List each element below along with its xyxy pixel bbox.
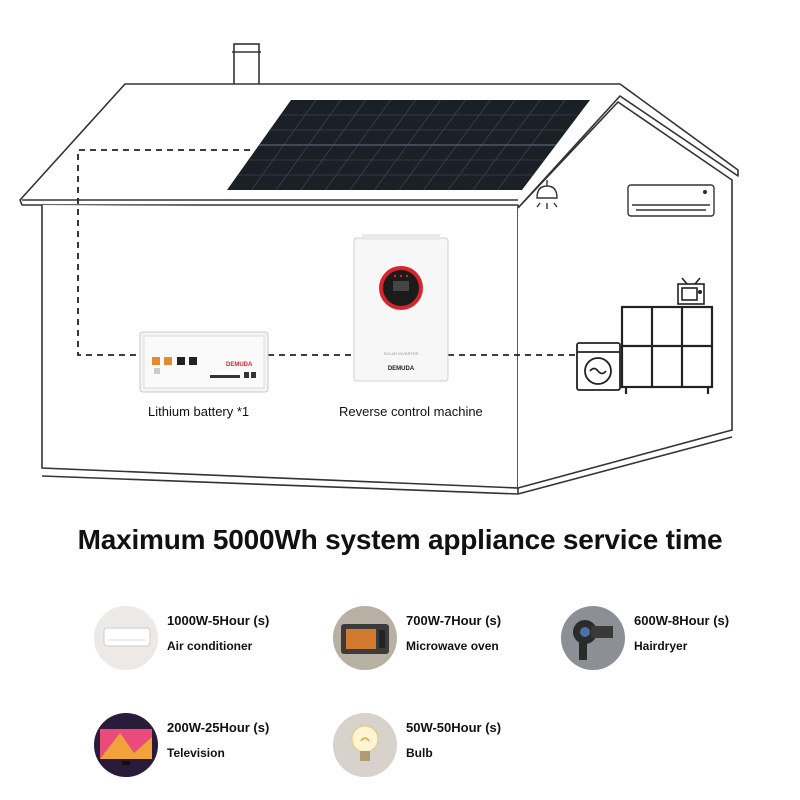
svg-text:SOLAR INVERTER: SOLAR INVERTER bbox=[384, 351, 419, 356]
appliance-item-air-conditioner: 1000W-5Hour (s) Air conditioner bbox=[94, 606, 334, 676]
bulb-icon bbox=[333, 713, 397, 777]
appliance-power-time: 700W-7Hour (s) bbox=[406, 613, 502, 628]
wiring bbox=[77, 149, 578, 356]
battery-label: Lithium battery *1 bbox=[148, 404, 250, 419]
appliance-item-hairdryer: 600W-8Hour (s) Hairdryer bbox=[561, 606, 800, 676]
svg-text:DEMUDA: DEMUDA bbox=[226, 362, 253, 368]
svg-text:DEMUDA: DEMUDA bbox=[388, 366, 415, 372]
television-icon bbox=[677, 277, 705, 305]
appliance-name: Television bbox=[167, 746, 225, 760]
appliance-name: Air conditioner bbox=[167, 639, 253, 653]
appliance-item-microwave: 700W-7Hour (s) Microwave oven bbox=[333, 606, 573, 676]
cabinet-icon bbox=[620, 305, 714, 394]
appliance-name: Microwave oven bbox=[406, 639, 499, 653]
television-icon bbox=[94, 713, 158, 777]
solar-panel bbox=[227, 99, 590, 191]
inverter-label: Reverse control machine bbox=[339, 404, 483, 419]
air-conditioner-icon bbox=[627, 184, 715, 217]
lamp-icon bbox=[536, 180, 558, 209]
appliance-name: Hairdryer bbox=[634, 639, 688, 653]
appliance-power-time: 600W-8Hour (s) bbox=[634, 613, 730, 628]
inverter: SOLAR INVERTER DEMUDA bbox=[353, 234, 449, 382]
air-conditioner-icon bbox=[94, 606, 158, 670]
headline: Maximum 5000Wh system appliance service … bbox=[77, 524, 723, 555]
appliance-power-time: 200W-25Hour (s) bbox=[167, 720, 270, 735]
house-diagram: DEMUDA SOLAR INVERTER DEMUDA bbox=[19, 43, 739, 495]
washing-machine-icon bbox=[576, 342, 621, 391]
appliance-item-bulb: 50W-50Hour (s) Bulb bbox=[333, 713, 573, 783]
appliance-item-television: 200W-25Hour (s) Television bbox=[94, 713, 334, 783]
appliance-name: Bulb bbox=[406, 746, 433, 760]
appliance-power-time: 1000W-5Hour (s) bbox=[167, 613, 270, 628]
lithium-battery: DEMUDA bbox=[139, 331, 269, 393]
microwave-icon bbox=[333, 606, 397, 670]
appliance-power-time: 50W-50Hour (s) bbox=[406, 720, 502, 735]
hairdryer-icon bbox=[561, 606, 625, 670]
